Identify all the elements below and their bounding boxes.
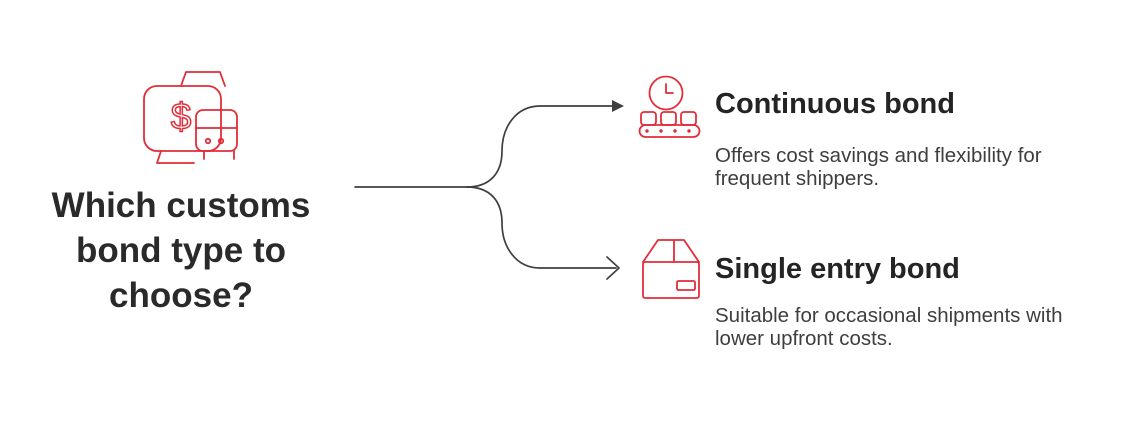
continuous-bond-title: Continuous bond [715, 88, 955, 120]
root-question-title: Which customs bond type to choose? [51, 186, 311, 315]
single-entry-bond-description: Suitable for occasional shipments with l… [715, 304, 1063, 350]
arrow-head-open [606, 256, 620, 280]
arrow-to-continuous [354, 105, 613, 188]
branch-arrows [354, 100, 624, 280]
continuous-bond-description: Offers cost savings and flexibility for … [715, 144, 1042, 190]
dollar-sign-glyph: $ [171, 96, 192, 137]
package-box-icon [642, 239, 700, 299]
conveyor-belt-clock-icon [638, 75, 701, 138]
arrow-to-single-entry [466, 186, 617, 269]
single-entry-bond-title: Single entry bond [715, 253, 960, 285]
money-bag-cart-icon: $ [143, 71, 238, 164]
arrow-head-filled [612, 100, 624, 112]
